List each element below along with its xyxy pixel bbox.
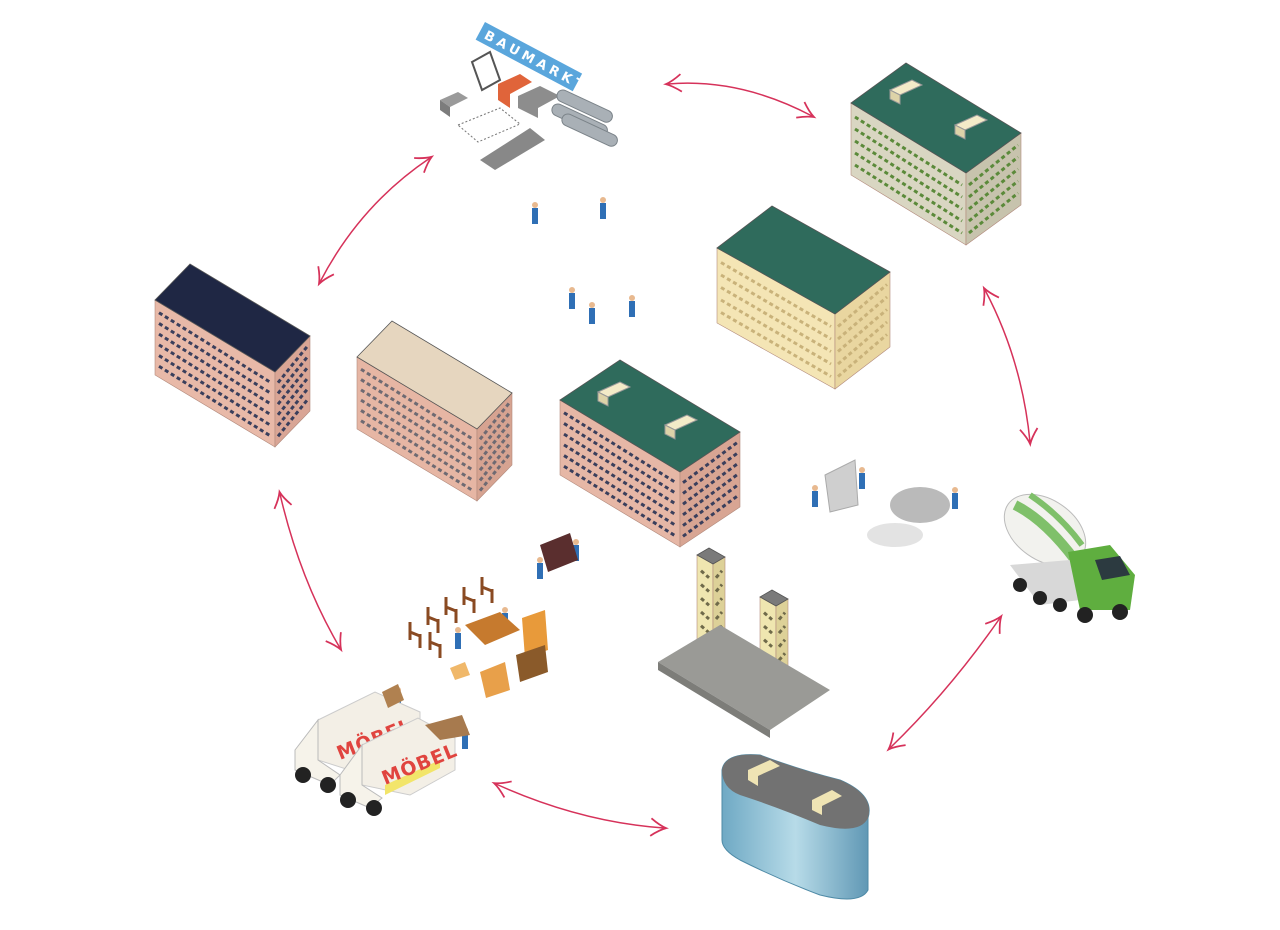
green-terrace-building xyxy=(850,62,1022,246)
worker xyxy=(532,202,538,224)
foundation-slab-edge xyxy=(658,662,770,738)
cycle-arrow xyxy=(273,489,343,653)
office-building-original xyxy=(559,359,741,548)
worker xyxy=(455,627,461,649)
rooftop-unit xyxy=(748,760,780,786)
demolition-rubble xyxy=(824,459,950,547)
concrete-block xyxy=(440,92,468,107)
chair xyxy=(480,577,494,603)
roof xyxy=(716,205,891,315)
cycle-arrow xyxy=(317,155,435,287)
van-2: MÖBEL xyxy=(339,684,470,816)
pipes xyxy=(551,89,618,147)
glass-office-building xyxy=(721,754,870,900)
chair xyxy=(462,587,476,613)
office-building-stripped xyxy=(356,320,513,502)
wall-fragment xyxy=(824,459,859,513)
roof xyxy=(154,263,311,373)
baumarkt-sign-text: BAUMARKT xyxy=(481,28,589,95)
office-building-gutted xyxy=(154,263,311,448)
cycle-arrow xyxy=(982,285,1039,447)
cycle-arrow xyxy=(491,780,669,837)
stair-core-towers xyxy=(658,625,830,738)
rebar-bundle xyxy=(480,128,545,170)
concrete-block-side xyxy=(440,100,450,117)
stone-slabs xyxy=(518,86,560,118)
dust xyxy=(867,523,923,547)
rooftop-unit xyxy=(953,114,989,140)
box xyxy=(450,662,470,680)
cycle-arrows xyxy=(273,73,1039,837)
hardware-store-materials: BAUMARKT xyxy=(440,22,618,170)
chair xyxy=(428,632,442,658)
worker xyxy=(952,487,958,509)
sideboard xyxy=(516,645,548,682)
buildings xyxy=(154,62,1022,702)
roof xyxy=(356,320,513,430)
rebar-cage xyxy=(470,50,502,92)
table xyxy=(465,612,520,645)
crate xyxy=(382,684,404,708)
shelf xyxy=(522,610,548,658)
cycle-arrow xyxy=(663,73,817,119)
chair xyxy=(426,607,440,633)
wardrobe xyxy=(540,533,578,572)
foundation-slab xyxy=(658,625,830,730)
moving-vans: MÖBEL MÖBEL xyxy=(294,684,470,816)
cabinet xyxy=(425,715,470,740)
worker xyxy=(812,485,818,507)
rubble-pile xyxy=(890,487,950,523)
worker xyxy=(537,557,543,579)
worker xyxy=(629,295,635,317)
chair xyxy=(408,622,422,648)
furniture xyxy=(408,533,578,698)
wire-mesh xyxy=(457,107,521,143)
cement-mixer-truck xyxy=(1003,492,1135,623)
rooftop-unit xyxy=(888,79,924,105)
worker xyxy=(573,539,579,561)
worker xyxy=(589,302,595,324)
worker xyxy=(600,197,606,219)
roof xyxy=(696,547,726,565)
rooftop-unit xyxy=(812,790,842,815)
rooftop-unit xyxy=(663,414,699,440)
cabinet xyxy=(480,662,510,698)
cycle-arrow xyxy=(886,613,1003,752)
worker xyxy=(859,467,865,489)
chair xyxy=(444,597,458,623)
roof xyxy=(759,589,789,607)
rooftop-unit xyxy=(596,381,632,407)
worker xyxy=(569,287,575,309)
roof xyxy=(559,359,741,473)
residential-building-slabs xyxy=(716,205,891,390)
bricks xyxy=(498,74,532,108)
